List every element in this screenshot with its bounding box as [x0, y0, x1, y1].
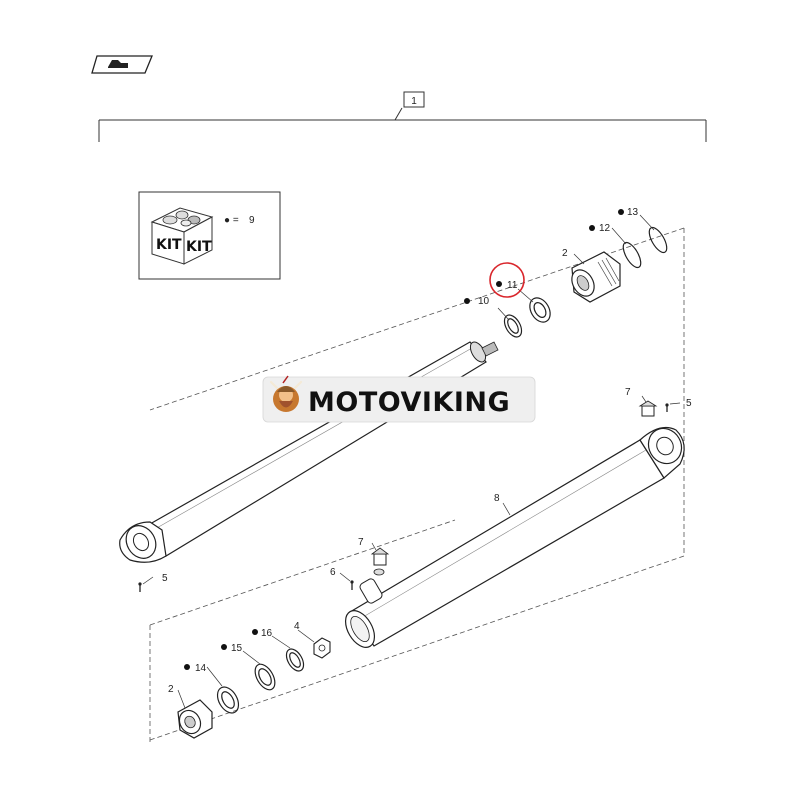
seal-rings-top[interactable]	[501, 225, 670, 340]
kit-legend-value: 9	[249, 215, 255, 226]
lube-pin-6[interactable]	[350, 580, 354, 590]
kit-legend-box: KIT KIT ● = 9	[138, 191, 281, 280]
callout-13: 13	[627, 207, 639, 218]
callout-14: 14	[195, 663, 207, 674]
callout-11: 11	[507, 280, 518, 291]
callout-7-mid: 7	[358, 537, 364, 548]
gland-nut-bottom[interactable]	[175, 699, 213, 739]
callout-5-right: 5	[686, 398, 692, 409]
kit-label-right: KIT	[186, 239, 212, 255]
viking-mascot-icon	[269, 375, 303, 412]
callout-2-bottom: 2	[168, 684, 174, 695]
callout-2-top: 2	[562, 248, 568, 259]
callout-16: 16	[261, 628, 273, 639]
lube-pin-5-right[interactable]	[665, 403, 669, 412]
brand-watermark: MOTOVIKING	[262, 375, 536, 423]
seal-rings-bottom[interactable]	[213, 646, 307, 717]
callout-10: 10	[478, 296, 490, 307]
cylinder-barrel[interactable]	[340, 422, 688, 652]
callout-5-left: 5	[162, 573, 168, 584]
piston-nut[interactable]	[313, 637, 331, 659]
barrel-eye	[639, 427, 685, 479]
leader-lines	[142, 214, 681, 709]
assembly-bracket: 1	[98, 91, 707, 142]
callout-12: 12	[599, 223, 611, 234]
dashed-outline	[149, 227, 685, 745]
barrel-port	[359, 568, 385, 604]
kit-box-icon: KIT KIT	[150, 207, 214, 265]
lube-pin-5-left[interactable]	[138, 582, 142, 592]
callout-labels: 10 11 12 13 2 8 7 5 5 6 7 4 16 15 14 2	[162, 207, 692, 695]
highlight-circle	[489, 262, 525, 298]
gland-nut-top[interactable]	[567, 251, 621, 303]
brand-name: MOTOVIKING	[308, 387, 510, 418]
callout-1: 1	[411, 96, 417, 107]
callout-15: 15	[231, 643, 243, 654]
grease-fitting-top[interactable]	[638, 400, 658, 417]
kit-label-left: KIT	[156, 237, 182, 253]
kit-legend-symbol: ● =	[224, 215, 239, 226]
grease-fitting-mid[interactable]	[370, 547, 390, 566]
callout-6: 6	[330, 567, 336, 578]
callout-4: 4	[294, 621, 300, 632]
callout-8: 8	[494, 493, 500, 504]
reference-book-icon[interactable]	[91, 55, 153, 74]
callout-7-top: 7	[625, 387, 631, 398]
piston-rod[interactable]	[119, 339, 499, 563]
rod-eye	[119, 521, 167, 563]
